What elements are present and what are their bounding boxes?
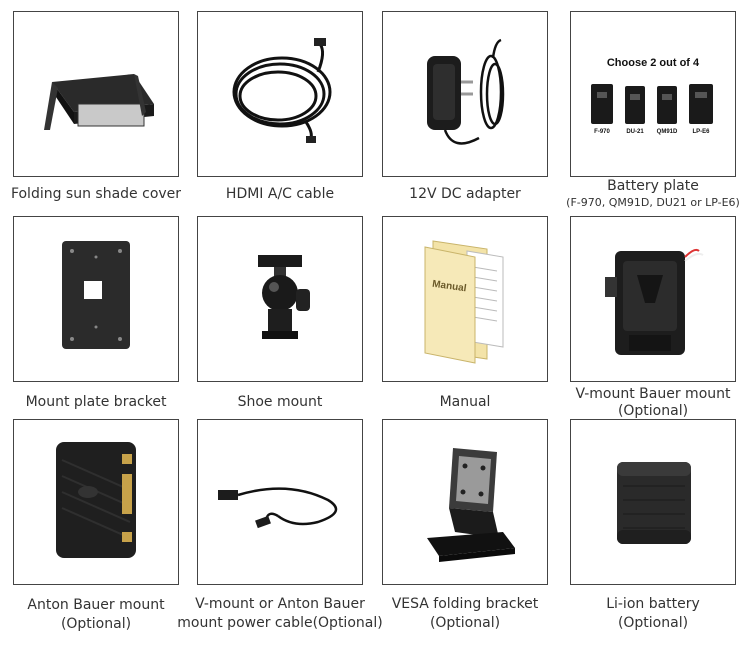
caption: Battery plate (F-970, QM91D, DU21 or LP-…: [566, 178, 740, 209]
manual-frame: Manual: [382, 216, 548, 382]
hdmi-frame: [197, 11, 363, 177]
caption: 12V DC adapter: [409, 186, 521, 202]
caption: HDMI A/C cable: [225, 186, 335, 202]
manual-label: Manual: [432, 279, 468, 295]
battery-plate-icon: Choose 2 out of 4 F-970 DU-21 QM91D LP-E…: [591, 57, 713, 135]
anton-bauer-frame: [13, 419, 179, 585]
plate-label: QM91D: [657, 129, 678, 135]
v-mount-frame: [570, 216, 736, 382]
caption: Mount plate bracket: [25, 394, 167, 410]
caption: V-mount or Anton Bauer mount power cable…: [177, 596, 383, 631]
caption: Anton Bauer mount (Optional): [27, 597, 165, 632]
li-ion-battery-icon: [617, 462, 691, 544]
mount-plate-icon: [62, 241, 130, 349]
adapter-frame: [382, 11, 548, 177]
vesa-frame: [382, 419, 548, 585]
power-cable-icon: [218, 487, 338, 529]
plate-label: F-970: [594, 129, 610, 135]
shoe-mount-frame: [197, 216, 363, 382]
power-cable-frame: [197, 419, 363, 585]
vesa-bracket-icon: [427, 448, 515, 562]
sun-shade-frame: [13, 11, 179, 177]
hdmi-cable-icon: [232, 38, 332, 143]
battery-plate-frame: Choose 2 out of 4 F-970 DU-21 QM91D LP-E…: [570, 11, 736, 177]
caption: V-mount Bauer mount (Optional): [575, 386, 731, 419]
mount-plate-frame: [13, 216, 179, 382]
v-mount-icon: [605, 248, 704, 355]
dc-adapter-icon: [427, 38, 505, 145]
caption: VESA folding bracket (Optional): [391, 596, 539, 631]
sun-shade-icon: [44, 74, 154, 130]
caption: Manual: [439, 394, 491, 410]
li-ion-frame: [570, 419, 736, 585]
plate-label: DU-21: [626, 129, 644, 135]
manual-folder-icon: Manual: [424, 240, 504, 364]
caption: Shoe mount: [237, 394, 323, 410]
caption: Li-ion battery (Optional): [606, 596, 700, 631]
battery-heading: Choose 2 out of 4: [607, 57, 700, 69]
shoe-mount-icon: [258, 255, 310, 339]
anton-bauer-icon: [56, 442, 136, 558]
caption: Folding sun shade cover: [10, 186, 182, 202]
plate-label: LP-E6: [692, 129, 710, 135]
